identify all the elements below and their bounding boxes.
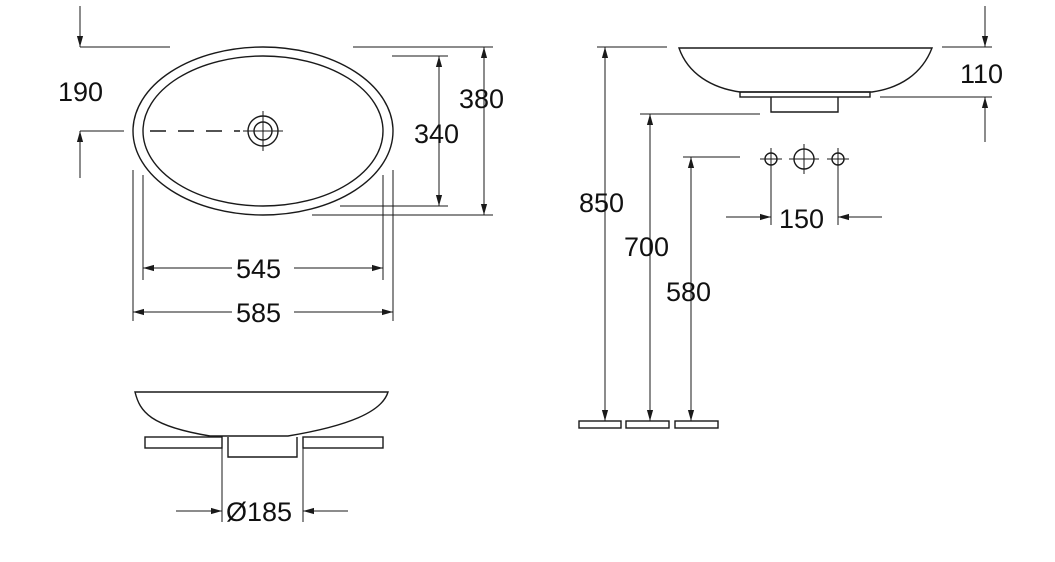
dimension-label-585: 585 [236, 298, 281, 328]
dimension-label-110: 110 [960, 59, 1003, 89]
basin-outer-rim [132, 46, 394, 216]
waste-body [227, 437, 298, 458]
waste-outlet-icon [243, 111, 283, 151]
basin-inner-rim [142, 55, 384, 207]
floor-plate [625, 420, 670, 429]
basin-bowl-profile [134, 391, 389, 437]
countertop-right [302, 436, 384, 449]
basin-side-profile [678, 47, 934, 93]
dimension-label-580: 580 [666, 277, 711, 307]
dimension-label-150: 150 [779, 204, 824, 234]
dimension-label-700: 700 [624, 232, 669, 262]
waste-body [770, 97, 839, 113]
tap-hole-icon [760, 148, 782, 170]
dimension-label-190: 190 [58, 77, 103, 107]
side-view: 110 850 700 580 [578, 6, 1003, 429]
dimension-label-diameter-185: Ø185 [226, 497, 292, 527]
waste-fitting [739, 91, 871, 98]
floor-plate [674, 420, 719, 429]
dimension-label-340: 340 [414, 119, 459, 149]
front-view: Ø185 [134, 391, 389, 527]
tap-hole-icon [827, 148, 849, 170]
top-view: 190 380 340 545 585 [58, 6, 504, 328]
countertop-left [144, 436, 223, 449]
dimension-label-545: 545 [236, 254, 281, 284]
floor-plate [578, 420, 622, 429]
tap-hole-icon [789, 144, 819, 174]
dimension-label-380: 380 [459, 84, 504, 114]
dimension-label-850: 850 [579, 188, 624, 218]
